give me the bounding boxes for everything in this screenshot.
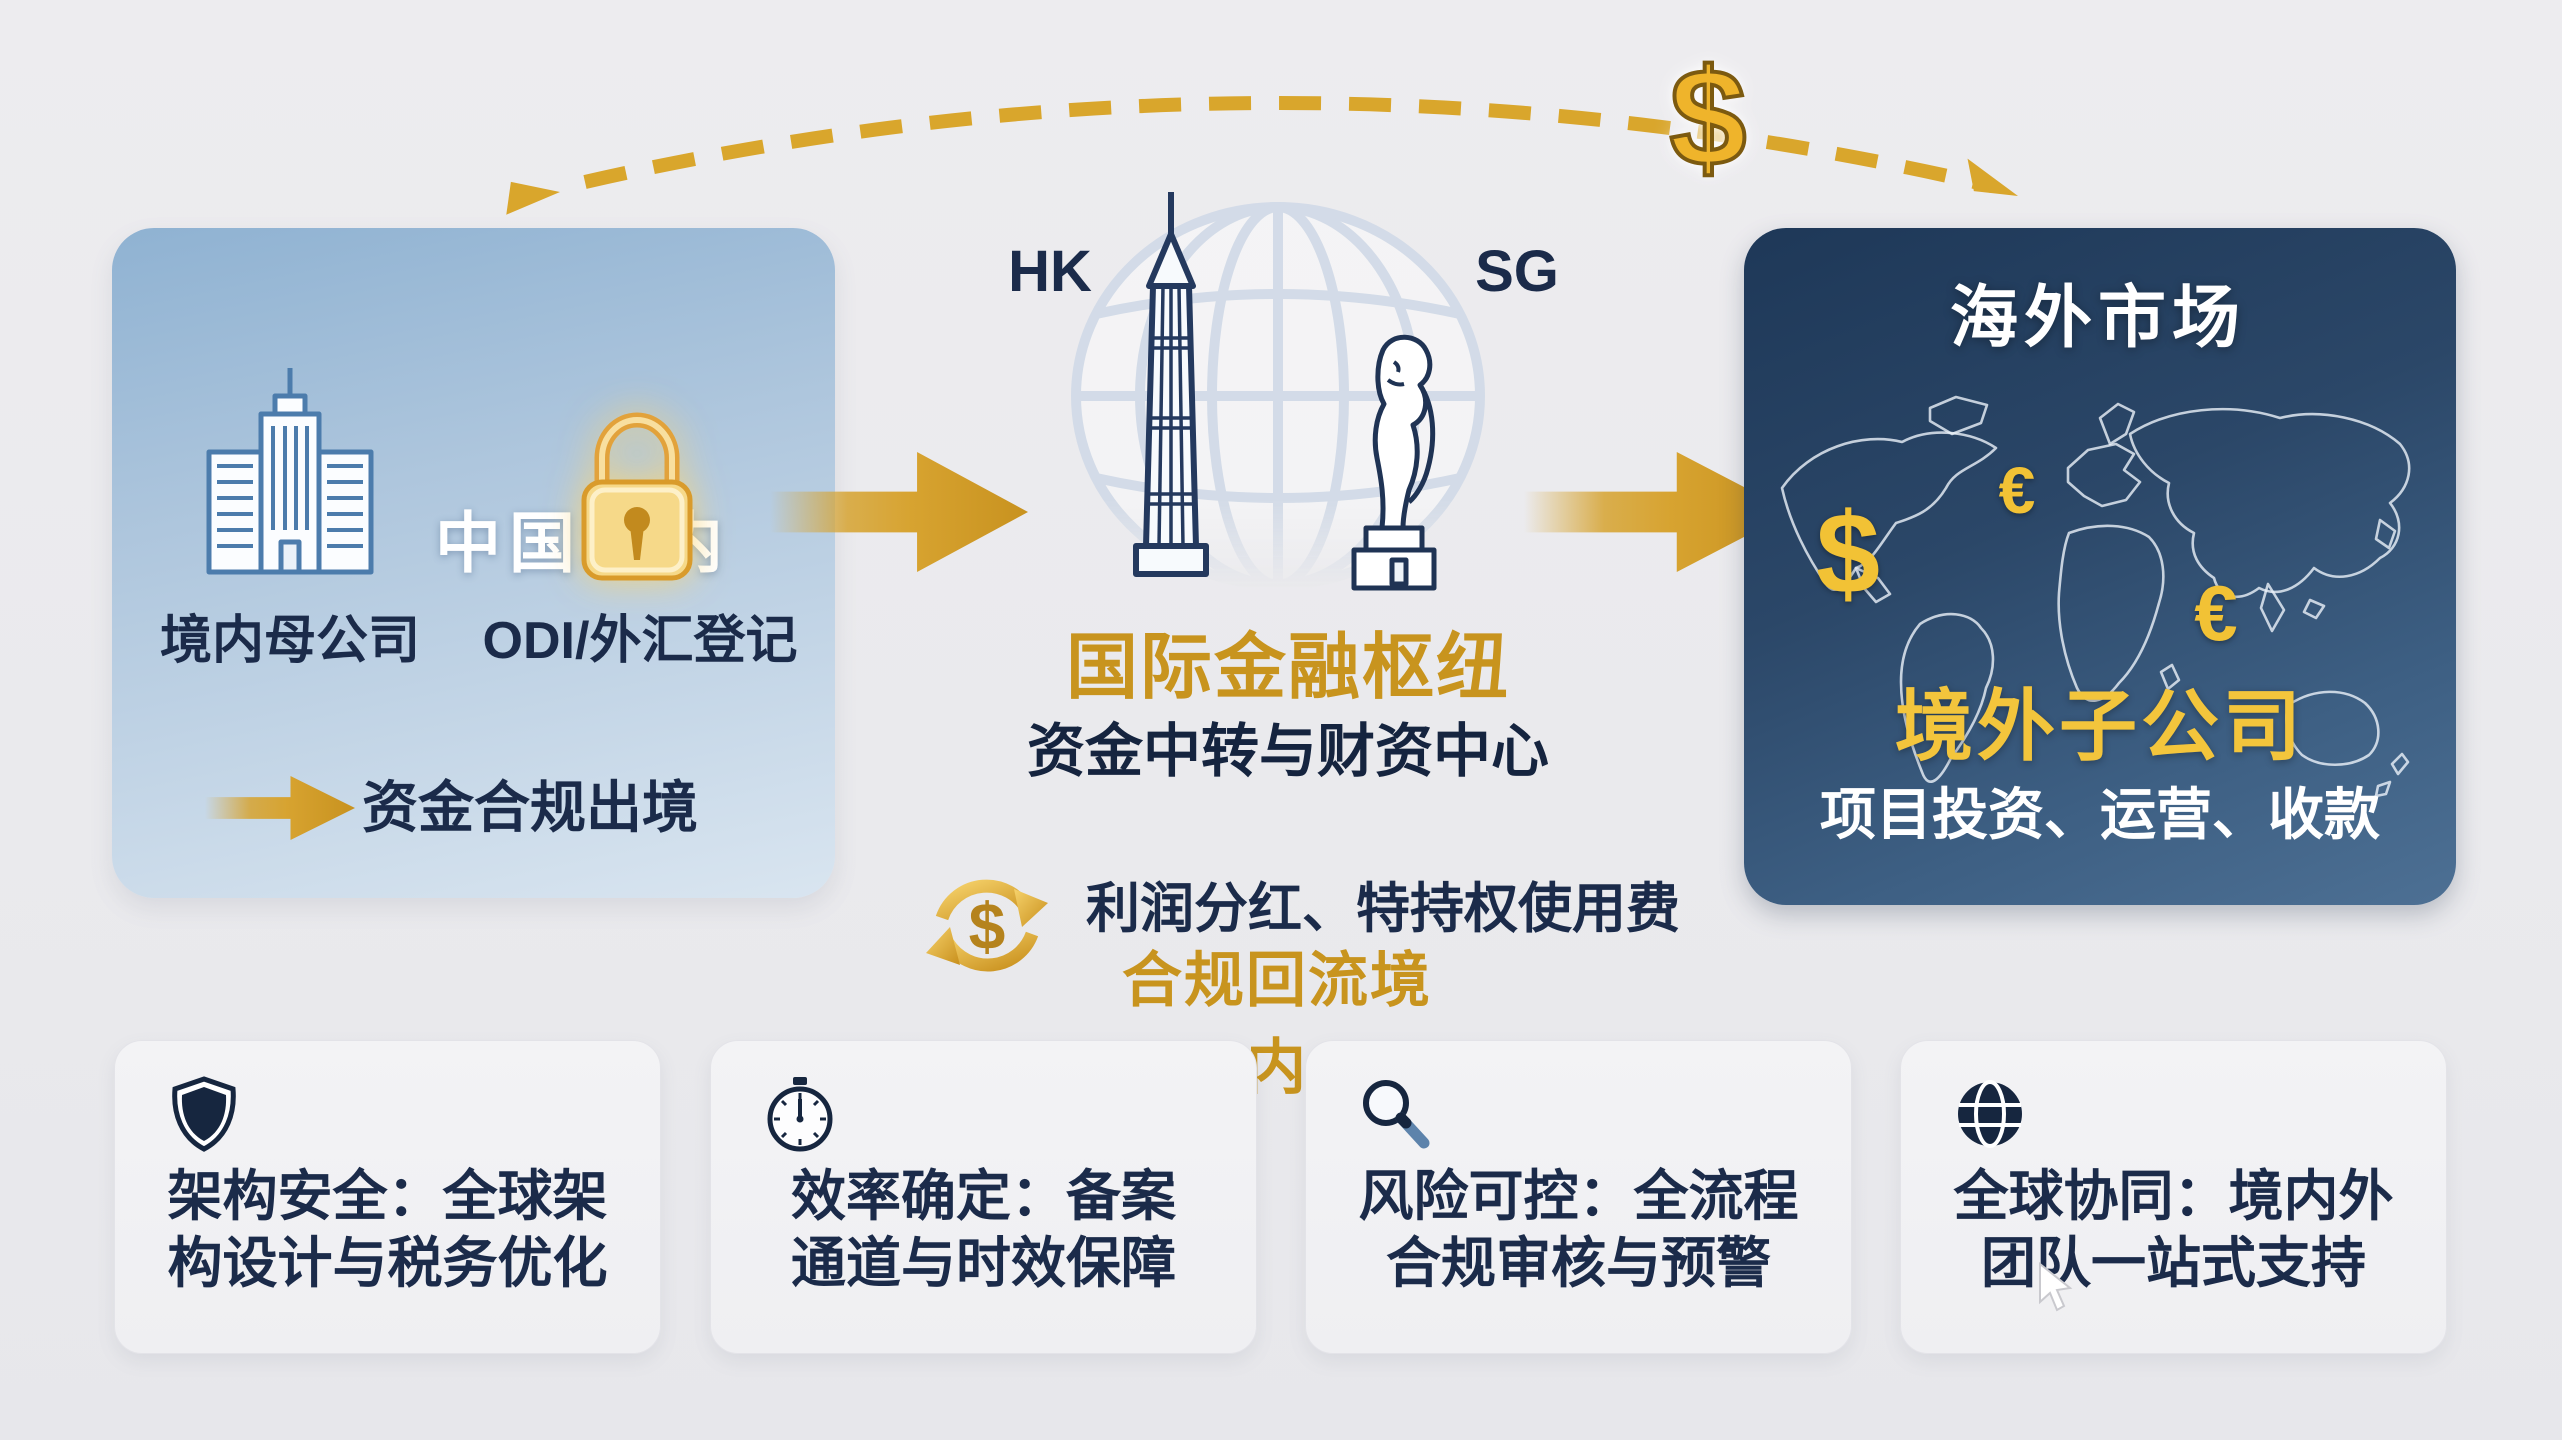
sg-tag: SG (1475, 239, 1559, 304)
globe-icon (1958, 1080, 2022, 1148)
card-global-collaboration: 全球协同：境内外 团队一站式支持 (1900, 1040, 2447, 1354)
magnifier-icon (1363, 1080, 1430, 1149)
card-line2: 构设计与税务优化 (167, 1232, 608, 1294)
dashed-arc-path (583, 96, 1994, 193)
top-flow-arc (506, 96, 2018, 215)
overseas-market-panel (1744, 228, 2456, 905)
hk-tag: HK (1008, 239, 1092, 304)
reflow-dollar-glyph: $ (969, 889, 1006, 963)
card-text: 全球协同：境内外 团队一站式支持 (1901, 1163, 2446, 1297)
map-euro-icon-2: € (2194, 569, 2238, 657)
card-text: 架构安全：全球架 构设计与税务优化 (115, 1163, 660, 1297)
overseas-subsidiary-desc: 项目投资、运营、收款 (1820, 783, 2380, 846)
shield-icon (172, 1076, 236, 1152)
office-building-icon (206, 368, 374, 575)
parent-company-label: 境内母公司 (159, 612, 420, 670)
card-efficiency: 效率确定：备案 通道与时效保障 (710, 1040, 1257, 1354)
arc-arrowhead-right-icon (1967, 158, 2018, 196)
card-architecture-security: 架构安全：全球架 构设计与税务优化 (114, 1040, 661, 1354)
odi-registration-label: ODI/外汇登记 (482, 612, 798, 670)
world-map-outline (1780, 395, 2411, 798)
top-dollar-icon: $ (1668, 39, 1749, 197)
card-line1: 风险可控：全流程 (1358, 1165, 1799, 1227)
overseas-panel-title: 海外市场 (1949, 280, 2246, 356)
card-risk-control: 风险可控：全流程 合规审核与预警 (1305, 1040, 1852, 1354)
card-line2: 团队一站式支持 (1980, 1232, 2366, 1294)
card-line1: 效率确定：备案 (790, 1165, 1176, 1227)
card-line2: 通道与时效保障 (790, 1232, 1176, 1294)
circular-dollar-reflow-icon: $ (926, 879, 1048, 972)
card-line1: 全球协同：境内外 (1953, 1165, 2394, 1227)
merlion-statue-icon (1351, 334, 1437, 591)
card-line1: 架构安全：全球架 (167, 1165, 608, 1227)
card-text: 风险可控：全流程 合规审核与预警 (1306, 1163, 1851, 1297)
hk-tower-icon (1133, 192, 1209, 577)
hub-subtitle: 资金中转与财资中心 (1026, 719, 1549, 784)
card-text: 效率确定：备案 通道与时效保障 (711, 1163, 1256, 1297)
overseas-subsidiary-title: 境外子公司 (1894, 682, 2305, 770)
stopwatch-icon (767, 1077, 833, 1152)
map-euro-icon-1: € (1998, 453, 2036, 527)
card-line2: 合规审核与预警 (1385, 1232, 1771, 1294)
mouse-cursor-icon (2039, 1262, 2073, 1312)
lock-icon (581, 412, 693, 581)
map-dollar-icon: $ (1816, 490, 1880, 618)
outbound-funds-label: 资金合规出境 (362, 776, 698, 839)
hub-title: 国际金融枢纽 (1065, 628, 1510, 708)
arc-arrowhead-left-icon (506, 181, 560, 215)
reflow-profit-label: 利润分红、特持权使用费 (1086, 879, 1680, 939)
